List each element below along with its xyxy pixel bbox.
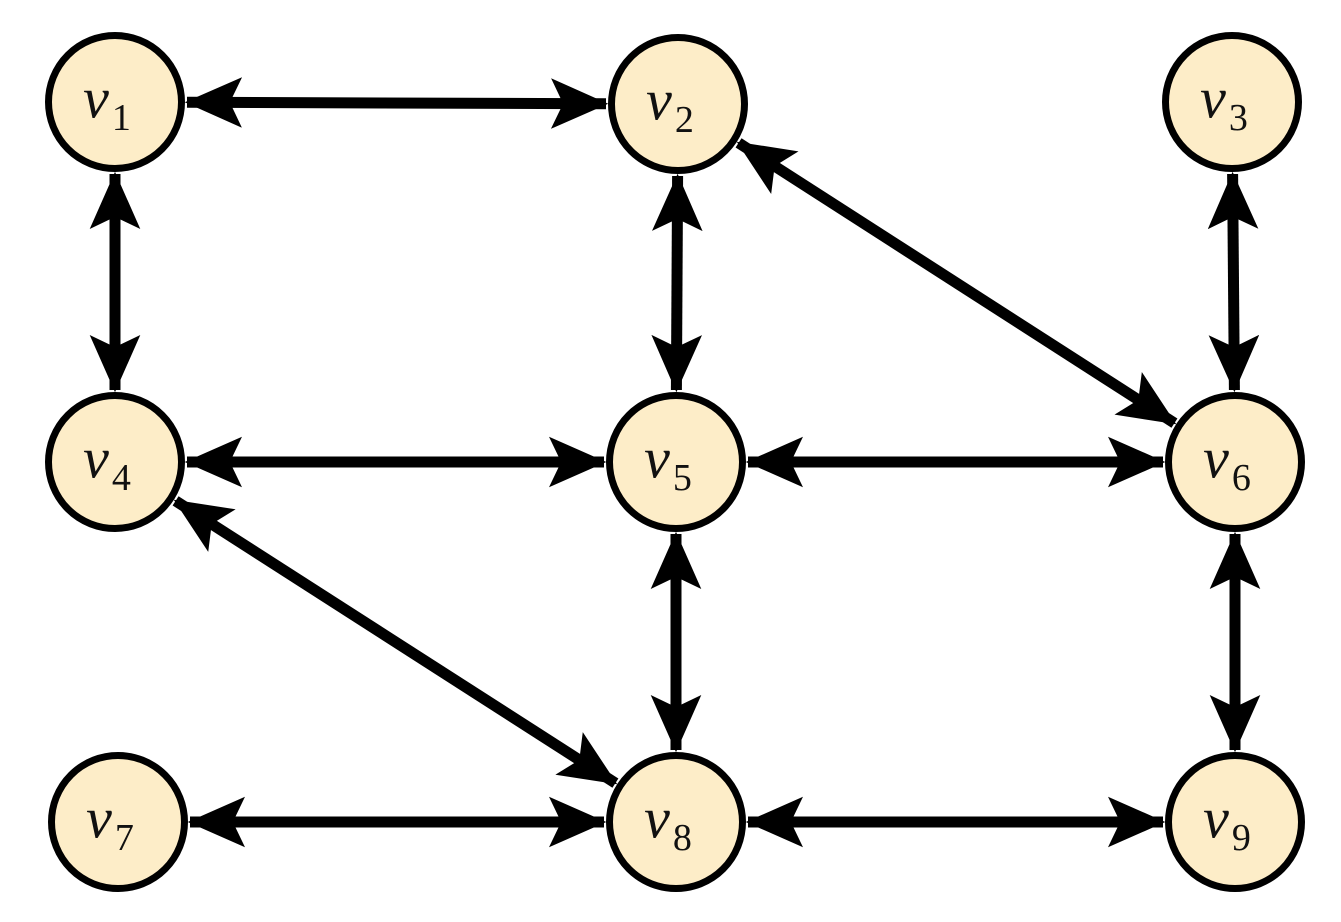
node-label-subscript-v1: 1 [112, 97, 131, 139]
node-label-v8: v8 [644, 785, 692, 858]
node-circle-v3[interactable] [1162, 32, 1302, 172]
graph-node-v6[interactable]: v6 [1165, 392, 1305, 532]
node-label-subscript-v6: 6 [1232, 457, 1251, 499]
nodes-layer: v1 v2 v3 v4 v5 v6 v7 v8 v9 [45, 32, 1305, 892]
node-circle-v4[interactable] [45, 392, 185, 532]
edges-layer [89, 77, 1261, 848]
node-circle-v9[interactable] [1165, 752, 1305, 892]
node-label-v1: v1 [83, 65, 131, 138]
node-label-subscript-v3: 3 [1229, 97, 1248, 139]
node-circle-v8[interactable] [606, 752, 746, 892]
graph-edge-v2-v6[interactable] [735, 138, 1178, 428]
graph-edge-v1-v2[interactable] [184, 77, 609, 129]
node-label-subscript-v5: 5 [673, 457, 692, 499]
graph-edge-v2-v5[interactable] [651, 173, 703, 393]
graph-node-v5[interactable]: v5 [606, 392, 746, 532]
graph-node-v3[interactable]: v3 [1162, 32, 1302, 172]
graph-node-v8[interactable]: v8 [606, 752, 746, 892]
node-label-subscript-v7: 7 [115, 817, 134, 859]
node-label-subscript-v9: 9 [1232, 817, 1251, 859]
graph-node-v7[interactable]: v7 [48, 752, 188, 892]
graph-node-v9[interactable]: v9 [1165, 752, 1305, 892]
node-circle-v6[interactable] [1165, 392, 1305, 532]
node-label-subscript-v2: 2 [675, 99, 694, 141]
node-label-subscript-v8: 8 [673, 817, 692, 859]
node-circle-v7[interactable] [48, 752, 188, 892]
graph-node-v1[interactable]: v1 [45, 32, 185, 172]
graph-node-v2[interactable]: v2 [608, 34, 748, 174]
graph-edge-v4-v8[interactable] [172, 496, 619, 788]
node-circle-v2[interactable] [608, 34, 748, 174]
node-circle-v1[interactable] [45, 32, 185, 172]
graph-edge-v3-v6[interactable] [1207, 171, 1260, 393]
graph-node-v4[interactable]: v4 [45, 392, 185, 532]
node-circle-v5[interactable] [606, 392, 746, 532]
node-label-subscript-v4: 4 [112, 457, 131, 499]
